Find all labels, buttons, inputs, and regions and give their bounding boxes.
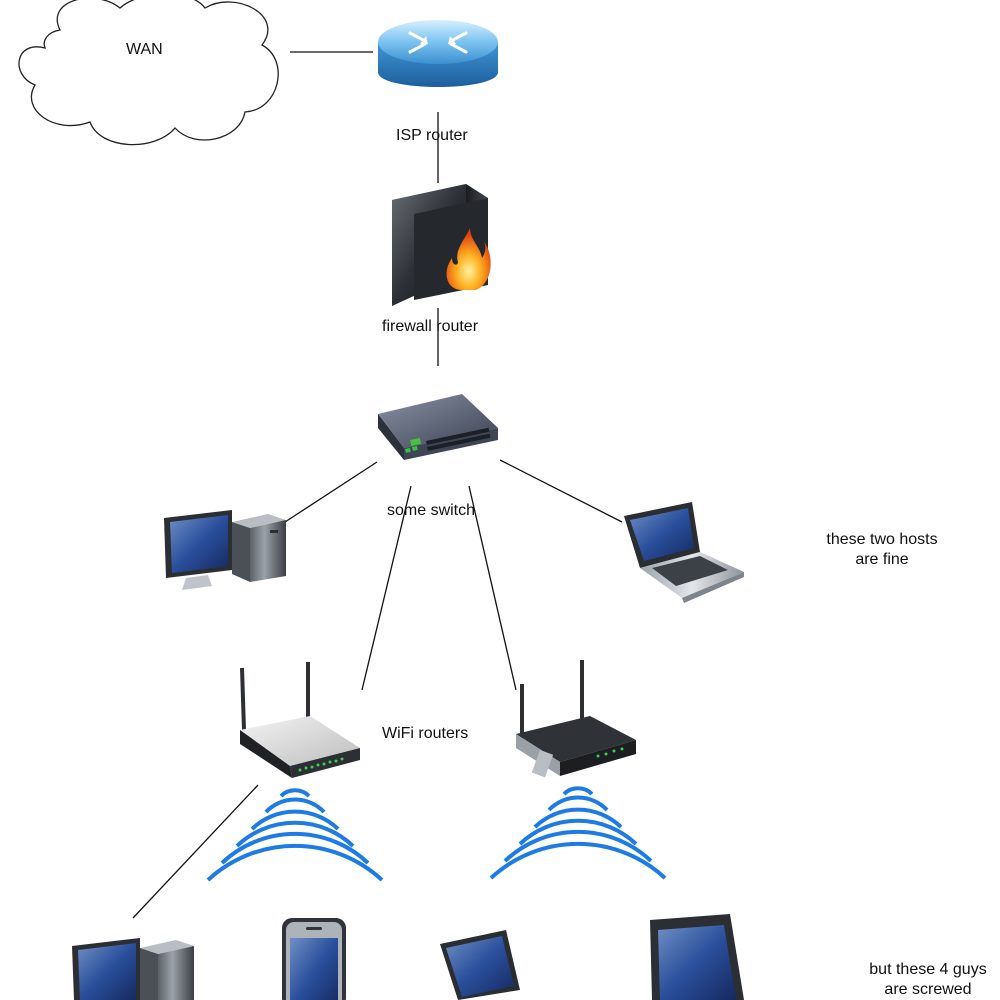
isp-router-label: ISP router (396, 127, 468, 144)
wifi-signal-icon (489, 786, 667, 880)
laptop-icon (440, 930, 520, 1000)
firewall-icon (392, 184, 491, 306)
fine-hosts-note-line-2: are fine (855, 551, 909, 568)
network-switch-icon (378, 394, 498, 460)
wifi-routers-label: WiFi routers (382, 725, 469, 742)
link-switch-desktop (284, 461, 378, 523)
wifi-signal-icon (206, 788, 384, 882)
switch-label: some switch (387, 502, 476, 519)
laptop-icon (624, 502, 744, 603)
fine-hosts-note-line-1: these two hosts (826, 531, 938, 548)
router-icon (378, 20, 498, 87)
link-wifi-left-desktop (132, 784, 259, 919)
cloud-icon (18, 0, 279, 146)
screwed-hosts-note-line-2: are screwed (884, 981, 972, 998)
desktop-computer-icon (164, 510, 286, 590)
desktop-computer-icon (72, 938, 194, 1000)
smartphone-icon (282, 918, 346, 1000)
link-switch-laptop (499, 459, 623, 523)
tablet-icon (650, 914, 744, 1000)
connections (132, 51, 623, 919)
wifi-router-icon (240, 662, 360, 778)
link-switch-wifi-left (361, 485, 412, 691)
firewall-router-label: firewall router (382, 318, 479, 335)
fine-hosts-note: these two hosts are fine (812, 530, 952, 570)
wifi-router-icon (516, 660, 636, 778)
wan-label: WAN (126, 41, 163, 58)
screwed-hosts-note-line-1: but these 4 guys (869, 961, 987, 978)
link-switch-wifi-right (468, 485, 517, 691)
screwed-hosts-note: but these 4 guys are screwed (856, 960, 1000, 1000)
